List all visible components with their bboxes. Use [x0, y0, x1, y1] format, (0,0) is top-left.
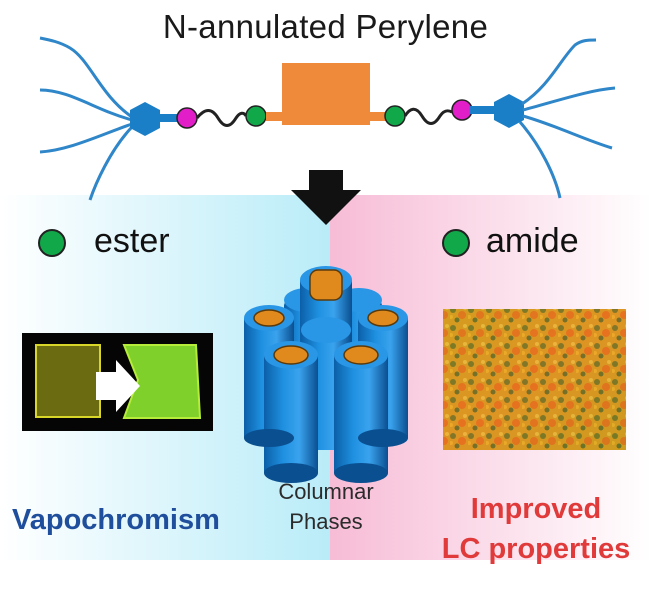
caption-line-1: Columnar: [278, 479, 374, 504]
right-hexagon-icon: [494, 94, 524, 128]
columnar-cylinders: [244, 266, 408, 483]
left-ester-dot: [245, 105, 267, 127]
molecule-title: N-annulated Perylene: [162, 8, 489, 45]
improved-lc-label: Improved LC properties: [424, 489, 648, 569]
amide-label: amide: [486, 222, 579, 260]
improved-line-2: LC properties: [441, 533, 631, 565]
amide-legend-dot: [442, 229, 470, 257]
left-hexagon-icon: [130, 102, 160, 136]
left-linker-bar: [158, 114, 180, 122]
right-alkyl-chain: [403, 107, 453, 125]
left-alkyl-chain: [195, 109, 248, 127]
columnar-phases-caption: Columnar Phases: [240, 477, 412, 537]
ester-legend-dot: [38, 229, 66, 257]
right-linker-bar: [470, 106, 496, 114]
vapochromism-photo: [22, 333, 213, 431]
lc-texture-photo: [443, 309, 626, 450]
right-magenta-dot: [451, 99, 473, 121]
improved-line-1: Improved: [470, 493, 602, 525]
right-dendron: [518, 38, 616, 199]
ester-label: ester: [94, 222, 170, 260]
bottom-fade: [0, 560, 651, 594]
caption-line-2: Phases: [289, 509, 363, 534]
right-arrow-icon: [96, 360, 140, 412]
right-amide-dot: [384, 105, 406, 127]
vapochromism-label: Vapochromism: [12, 504, 220, 536]
left-core-bar: [266, 112, 286, 121]
down-arrow-icon: [291, 170, 361, 225]
right-core-bar: [368, 112, 390, 121]
left-magenta-dot: [176, 107, 198, 129]
left-dendron: [39, 36, 134, 201]
perylene-core: [282, 63, 370, 125]
